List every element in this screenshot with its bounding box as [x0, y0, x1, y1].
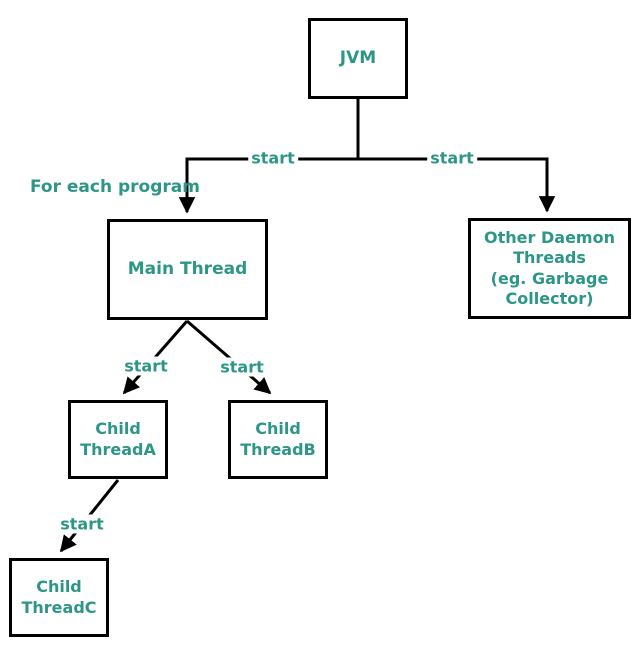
node-jvm-label: JVM — [339, 47, 377, 68]
node-child-thread-a-label: Child ThreadA — [80, 419, 156, 459]
node-child-thread-c: Child ThreadC — [9, 558, 109, 637]
node-child-thread-a: Child ThreadA — [68, 400, 168, 479]
edge-label-start-main: start — [248, 148, 298, 168]
node-other-daemon-threads-label: Other Daemon Threads (eg. Garbage Collec… — [484, 227, 615, 308]
node-child-thread-b: Child ThreadB — [228, 400, 328, 479]
node-main-thread: Main Thread — [107, 219, 268, 320]
node-child-thread-c-label: Child ThreadC — [21, 577, 97, 617]
node-main-thread-label: Main Thread — [127, 258, 248, 279]
node-other-daemon-threads: Other Daemon Threads (eg. Garbage Collec… — [468, 218, 631, 319]
edge-label-start-child-a: start — [121, 356, 171, 376]
edge-label-start-daemon: start — [427, 148, 477, 168]
edge-label-start-child-c: start — [57, 514, 107, 534]
connector-main-to-child-b — [186, 319, 272, 395]
node-jvm: JVM — [308, 18, 408, 99]
edge-label-start-child-b: start — [217, 357, 267, 377]
annotation-for-each-program: For each program — [30, 177, 200, 197]
node-child-thread-b-label: Child ThreadB — [240, 419, 316, 459]
